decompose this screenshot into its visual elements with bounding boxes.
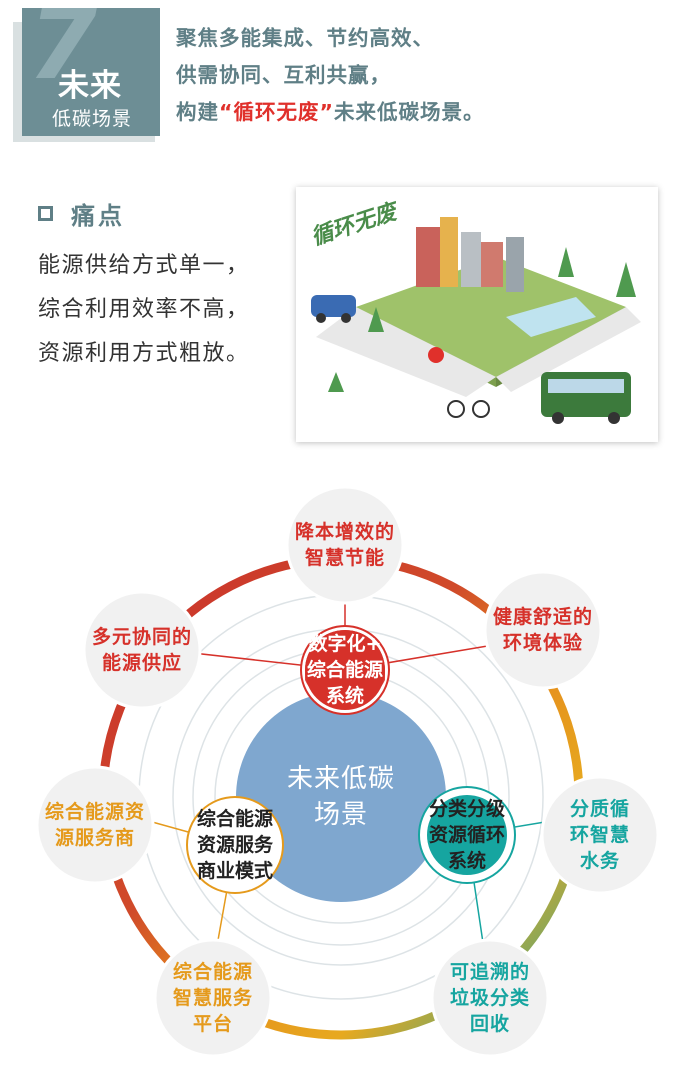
center-circle xyxy=(236,692,446,902)
business-label: 综合能源 资源服务 商业模式 xyxy=(196,808,274,882)
outer-node-top xyxy=(285,485,405,605)
badge-number: 7 xyxy=(28,8,98,102)
outer-label-bottom-left: 综合能源 智慧服务 平台 xyxy=(172,961,254,1035)
outer-label-upper-right: 健康舒适的 环境体验 xyxy=(492,606,594,654)
outer-label-top: 降本增效的 智慧节能 xyxy=(294,521,396,569)
header-description: 聚焦多能集成、节约高效、 供需协同、互利共赢， 构建“循环无废”未来低碳场景。 xyxy=(176,20,484,131)
recycle-node xyxy=(427,795,507,875)
city-illustration: 循环无废 xyxy=(296,187,658,442)
outer-label-upper-left: 多元协同的 能源供应 xyxy=(91,626,193,674)
business-node xyxy=(186,796,284,894)
scene-diagram: 未来低碳 场景 数字化+ 综合能源 系统 综合能源 资源服务 商业模式 分类分级… xyxy=(0,480,677,1076)
illustration-caption: 循环无废 xyxy=(308,198,404,251)
outer-node-bottom-left xyxy=(153,938,273,1058)
badge-subtitle: 低碳场景 xyxy=(52,108,133,130)
square-icon xyxy=(38,206,53,221)
outer-label-left: 综合能源资 源服务商 xyxy=(44,801,146,849)
pain-title-text: 痛点 xyxy=(71,202,125,230)
digital-node xyxy=(305,630,385,710)
outer-node-upper-left xyxy=(82,590,202,710)
section-badge: 7 未来 低碳场景 xyxy=(22,8,160,136)
pain-line: 综合利用效率不高， xyxy=(38,297,250,322)
recycle-label: 分类分级 资源循环 系统 xyxy=(428,798,506,872)
outer-label-right: 分质循 环智慧 水务 xyxy=(569,798,631,872)
digital-label: 数字化+ 综合能源 系统 xyxy=(306,633,384,707)
outer-node-left xyxy=(35,765,155,885)
header-line-2: 供需协同、互利共赢， xyxy=(176,63,391,87)
pain-line: 能源供给方式单一， xyxy=(38,253,250,278)
header-highlight: “循环无废” xyxy=(219,100,334,124)
pain-list: 能源供给方式单一， 综合利用效率不高， 资源利用方式粗放。 xyxy=(38,244,250,376)
pain-title: 痛点 xyxy=(38,196,125,231)
outer-node-right xyxy=(540,775,660,895)
center-label: 未来低碳 场景 xyxy=(286,764,396,830)
diagram-graphics xyxy=(35,485,660,1058)
outer-label-bottom-right: 可追溯的 垃圾分类 回收 xyxy=(449,961,531,1035)
outer-node-bottom-right xyxy=(430,938,550,1058)
header-line-3: 构建“循环无废”未来低碳场景。 xyxy=(176,100,485,124)
header-line-1: 聚焦多能集成、节约高效、 xyxy=(176,26,434,50)
pain-line: 资源利用方式粗放。 xyxy=(38,341,250,366)
badge-title: 未来 xyxy=(58,68,122,104)
outer-node-upper-right xyxy=(483,570,603,690)
